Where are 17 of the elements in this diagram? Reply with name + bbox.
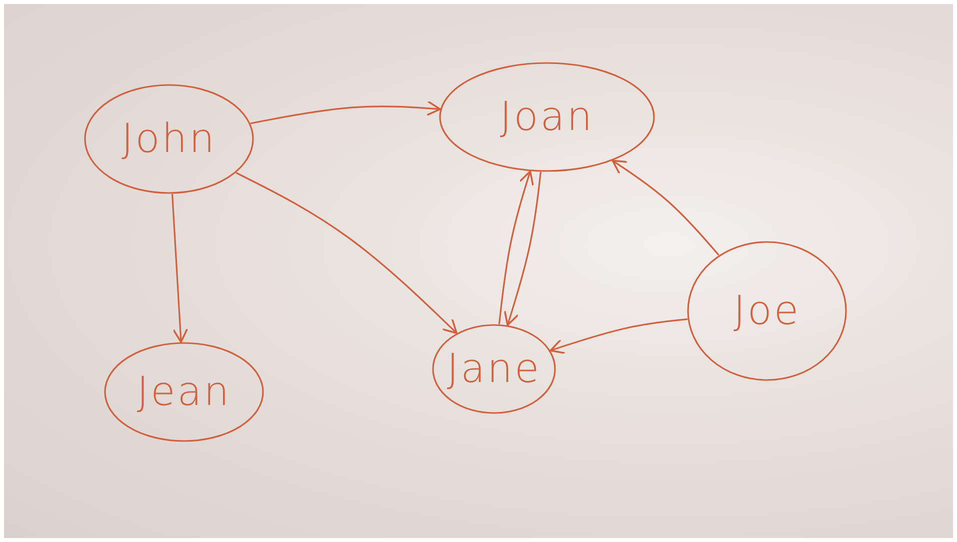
arrow xyxy=(550,318,688,354)
node-ellipse xyxy=(439,62,655,172)
arrow xyxy=(498,170,534,324)
arrow xyxy=(250,100,441,124)
node-ellipse xyxy=(687,241,847,381)
node-ellipse xyxy=(432,324,556,414)
node-label: Jane xyxy=(446,346,542,392)
node-label: John xyxy=(122,116,216,162)
arrow xyxy=(612,160,720,256)
arrow xyxy=(504,172,542,326)
node-label: Joan xyxy=(500,94,594,140)
node-label: Jean xyxy=(136,369,232,415)
arrow xyxy=(171,194,188,343)
node-ellipse xyxy=(104,342,264,442)
node-ellipse xyxy=(84,84,254,194)
arrow xyxy=(236,172,458,334)
node-label: Joe xyxy=(734,288,800,334)
